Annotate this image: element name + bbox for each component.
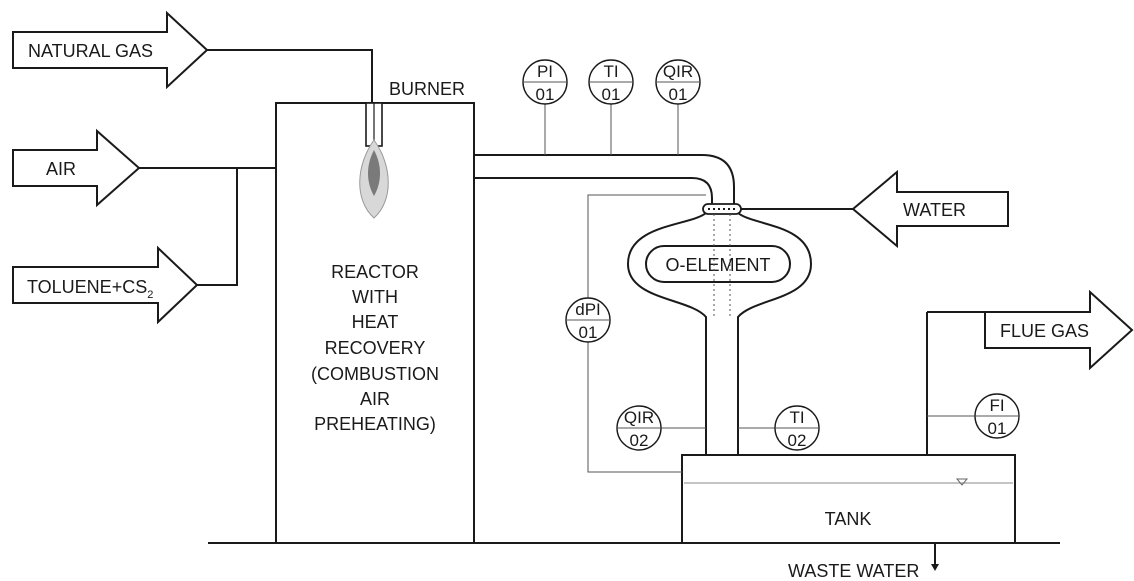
air-arrow xyxy=(12,128,141,208)
qir01-tag: QIR xyxy=(663,62,693,81)
dpi01-upper-tap xyxy=(587,194,706,298)
pi01-number: 01 xyxy=(536,85,555,104)
dpi01-number: 01 xyxy=(579,323,598,342)
toluene-inlet: TOLUENE+CS2 xyxy=(12,245,199,325)
waste-water-arrow-icon xyxy=(931,564,939,571)
natural-gas-inlet: NATURAL GAS xyxy=(12,10,209,90)
o-element-inner-ring xyxy=(645,245,791,283)
o-element-label: O-ELEMENT xyxy=(665,255,770,275)
natural-gas-line xyxy=(207,49,373,103)
natural-gas-arrow xyxy=(12,10,209,90)
reactor-label: REACTOR WITH HEAT RECOVERY (COMBUSTION A… xyxy=(311,262,439,434)
toluene-line xyxy=(197,168,238,286)
instrument-ti02: TI 02 xyxy=(774,405,820,451)
instrument-fi01: FI 01 xyxy=(974,393,1020,439)
pipe-inner-wall xyxy=(474,177,713,205)
ti02-number: 02 xyxy=(788,431,807,450)
o-element-left-wall xyxy=(626,212,707,455)
water-inlet: WATER xyxy=(851,169,1009,249)
qir02-tag: QIR xyxy=(624,408,654,427)
instrument-qir01: QIR 01 xyxy=(655,59,701,105)
flue-gas-label: FLUE GAS xyxy=(1000,321,1089,341)
o-element-right-wall xyxy=(737,212,813,455)
ti01-tag: TI xyxy=(603,62,618,81)
flue-gas-outlet: FLUE GAS xyxy=(984,289,1134,371)
fi01-number: 01 xyxy=(988,419,1007,438)
tank-vessel xyxy=(681,454,1016,544)
qir02-number: 02 xyxy=(630,431,649,450)
toluene-label: TOLUENE+CS2 xyxy=(27,277,153,301)
dpi01-lower-tap xyxy=(587,342,682,473)
toluene-label-subscript: 2 xyxy=(147,289,153,301)
reactor-label-line-7: PREHEATING) xyxy=(314,414,436,434)
reactor-label-line-6: AIR xyxy=(360,389,390,409)
instrument-pi01: PI 01 xyxy=(522,59,568,105)
reactor-label-line-4: RECOVERY xyxy=(325,338,426,358)
liquid-level-icon xyxy=(955,478,969,486)
dpi01-tag: dPI xyxy=(575,300,601,319)
toluene-label-main: TOLUENE+CS xyxy=(27,277,147,297)
reactor-label-line-3: HEAT xyxy=(352,312,399,332)
reactor-label-line-2: WITH xyxy=(352,287,398,307)
pipe-outer-wall xyxy=(474,154,735,205)
burner-label: BURNER xyxy=(389,79,465,99)
air-inlet: AIR xyxy=(12,128,141,208)
burner xyxy=(359,102,389,219)
instrument-ti01: TI 01 xyxy=(588,59,634,105)
pi01-tag: PI xyxy=(537,62,553,81)
water-label: WATER xyxy=(903,200,966,220)
qir01-number: 01 xyxy=(669,85,688,104)
ti01-number: 01 xyxy=(602,85,621,104)
flame-inner-icon xyxy=(368,150,380,196)
waste-water-label: WASTE WATER xyxy=(788,561,919,581)
tank-label: TANK xyxy=(825,509,872,529)
instrument-qir02: QIR 02 xyxy=(616,405,662,451)
instrument-dpi01: dPI 01 xyxy=(565,297,611,343)
reactor-label-line-5: (COMBUSTION xyxy=(311,364,439,384)
air-label: AIR xyxy=(46,159,76,179)
natural-gas-label: NATURAL GAS xyxy=(28,41,153,61)
water-arrow xyxy=(851,169,1009,249)
ti02-tag: TI xyxy=(789,408,804,427)
flue-gas-arrow xyxy=(984,289,1134,371)
toluene-arrow xyxy=(12,245,199,325)
fi01-tag: FI xyxy=(989,396,1004,415)
reactor-label-line-1: REACTOR xyxy=(331,262,419,282)
